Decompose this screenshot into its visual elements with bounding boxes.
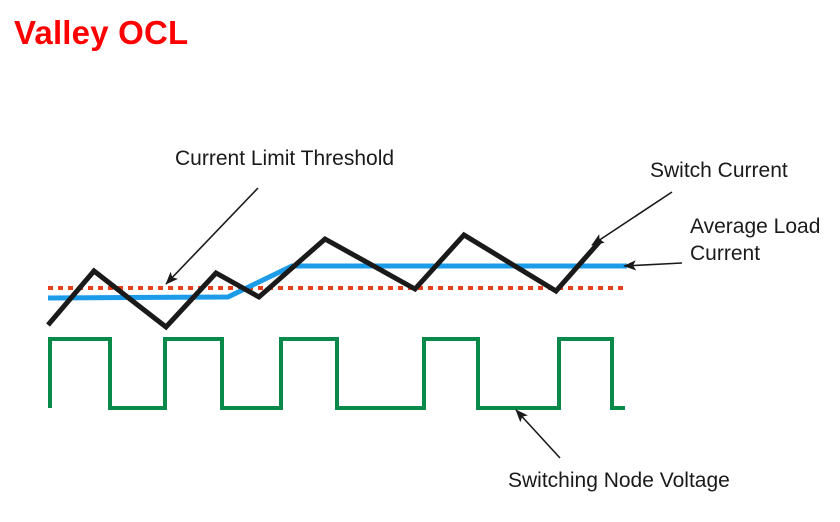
switching-node-voltage-trace <box>48 337 625 410</box>
switching-node-voltage-leader <box>515 409 561 459</box>
annotation-group: Current Limit Threshold Switch Current A… <box>165 147 820 492</box>
label-current-limit-threshold: Current Limit Threshold <box>175 147 394 170</box>
switch-current-trace <box>46 231 603 331</box>
label-switch-current: Switch Current <box>650 159 788 182</box>
label-switching-node-voltage: Switching Node Voltage <box>508 469 730 492</box>
switch-current-leader <box>591 191 673 246</box>
page-title: Valley OCL <box>14 14 189 51</box>
waveform-group <box>46 231 627 410</box>
label-average-load-current-line1: Average Load <box>690 215 820 238</box>
average-load-current-leader <box>623 260 683 271</box>
label-average-load-current-line2: Current <box>690 242 760 265</box>
current-limit-threshold-leader <box>165 187 259 285</box>
average-load-current-trace <box>47 263 627 301</box>
